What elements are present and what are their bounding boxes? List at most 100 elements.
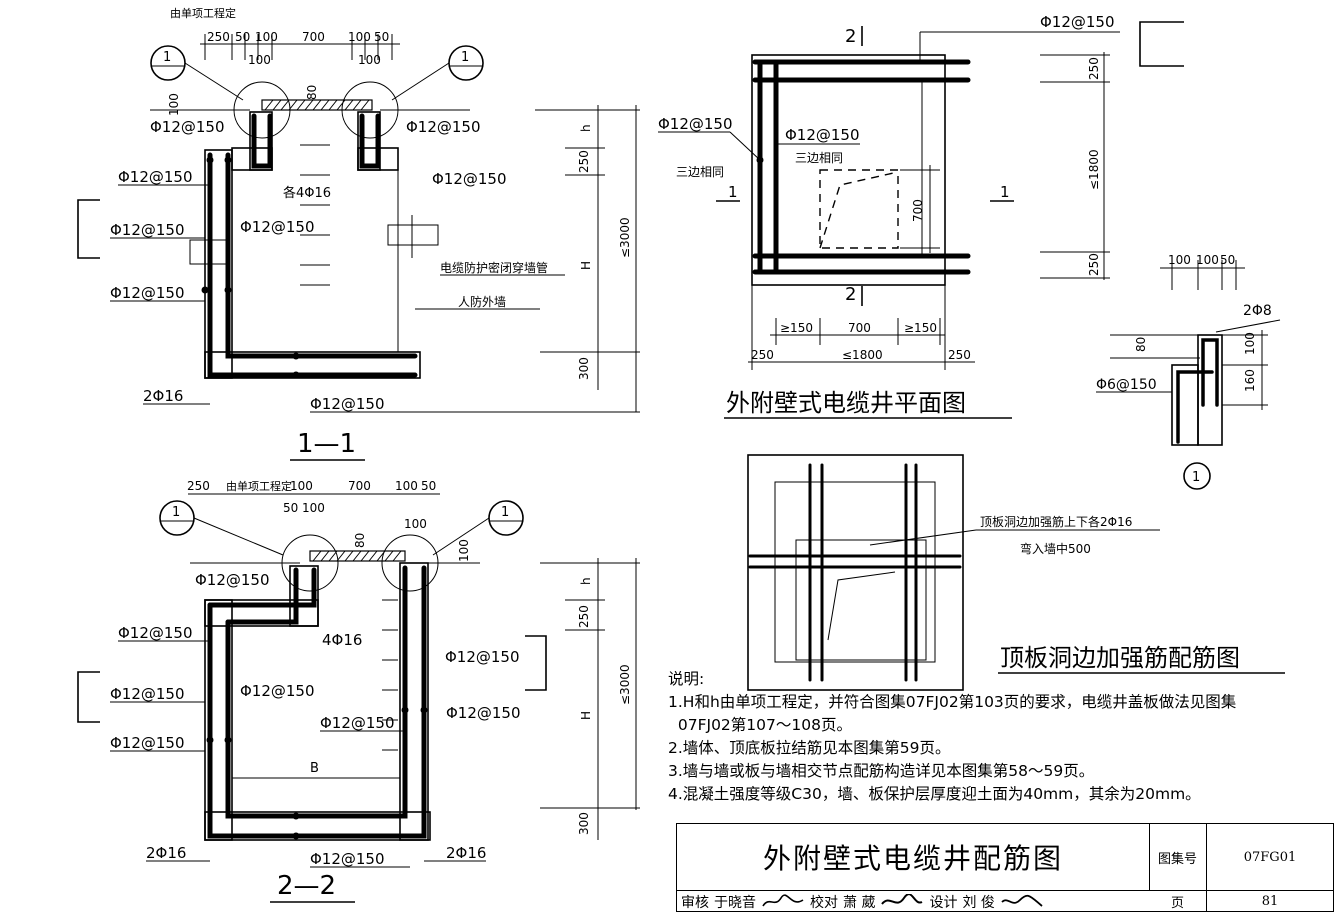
plan-three-sides-inner: 三边相同 (795, 151, 843, 165)
dim-1-50a: 50 (235, 30, 250, 44)
dim-2-80: 80 (353, 533, 367, 548)
dim-2-250: 250 (187, 479, 210, 493)
checker-signature (880, 893, 924, 910)
plan-dim-700v: 700 (911, 199, 925, 222)
plan-mark-1-left: 1 (728, 183, 738, 201)
rebar-2-h: Φ12@150 (110, 734, 185, 752)
dim-2-100v: 100 (457, 539, 471, 562)
rebar-1-e: Φ12@150 (110, 221, 185, 239)
detail-mark: 1 (1192, 470, 1200, 485)
slab-note-1: 顶板洞边加强筋上下各2Φ16 (980, 514, 1132, 529)
plan-mark-1-right: 1 (1000, 183, 1010, 201)
rebar-1-c: Φ12@150 (118, 168, 193, 186)
plan-view: 2 Φ12@150 700 Φ12@150 三边相同 Φ12@150 三边相同 … (658, 13, 1184, 419)
rebar-1-b: Φ12@150 (406, 118, 481, 136)
rebar-2-a: Φ12@150 (195, 571, 270, 589)
section-2-2: 由单项工程定 250 100 50 100 700 100 50 100 1 1… (77, 479, 640, 903)
dim-1-700: 700 (302, 30, 325, 44)
plan-dim-250b: 250 (948, 348, 971, 362)
plan-dim-250a: 250 (751, 348, 774, 362)
notes-heading: 说明: (668, 670, 705, 688)
checker-name: 萧 葳 (843, 895, 876, 911)
reviewer-signature (761, 894, 805, 910)
designer-signature (1000, 894, 1044, 910)
plan-dim-ge150a: ≥150 (780, 321, 813, 335)
slab-detail: 顶板洞边加强筋上下各2Φ16 弯入墙中500 顶板洞边加强筋配筋图 (747, 454, 1285, 691)
rebar-1-d: Φ12@150 (432, 170, 507, 188)
plan-mark-2-top: 2 (845, 26, 856, 47)
detail-2phi8: 2Φ8 (1243, 303, 1272, 319)
plan-dim-250-top: 250 (1087, 57, 1101, 80)
note-1: 1.H和h由单项工程定，并符合图集07FJ02第103页的要求，电缆井盖板做法见… (668, 693, 1237, 711)
title-block: 外附壁式电缆井配筋图 审核 于晓音 校对 萧 葳 设计 刘 俊 图集号 07FG… (676, 823, 1334, 912)
note-4: 4.混凝土强度等级C30，墙、板保护层厚度迎土面为40mm，其余为20mm。 (668, 785, 1201, 803)
plan-top-rebar: Φ12@150 (1040, 13, 1115, 31)
design-label: 设计 (929, 895, 958, 911)
dim-1-250v: 250 (577, 150, 591, 173)
top-note-1: 由单项工程定 (170, 6, 236, 20)
note-2: 2.墙体、顶底板拉结筋见本图集第59页。 (668, 739, 951, 757)
dim-2-300: 300 (577, 812, 591, 835)
note-3: 3.墙与墙或板与墙相交节点配筋构造详见本图集第58～59页。 (668, 762, 1095, 780)
rebar-2-b: Φ12@150 (118, 624, 193, 642)
detail-1: 100 100 50 2Φ8 80 100 160 Φ6@150 1 (1096, 253, 1281, 490)
review-label: 审核 (681, 895, 709, 911)
dim-1-80: 80 (305, 85, 319, 100)
rebar-2-bottom: Φ12@150 (310, 850, 385, 868)
title-block-title: 外附壁式电缆井配筋图 (677, 824, 1150, 890)
notes: 说明: 1.H和h由单项工程定，并符合图集07FJ02第103页的要求，电缆井盖… (668, 668, 1333, 806)
dim-1-50b: 50 (374, 30, 389, 44)
dim-1-100b: 100 (348, 30, 371, 44)
dim-2-250v: 250 (577, 605, 591, 628)
detail-dim-80: 80 (1134, 337, 1148, 352)
top-note-2: 由单项工程定 (226, 479, 292, 493)
mark-2-right: 1 (501, 505, 509, 520)
dim-2-100b: 100 (302, 501, 325, 515)
dim-1-300: 300 (577, 357, 591, 380)
four-phi16: 4Φ16 (322, 631, 362, 649)
dim-2-h: h (579, 577, 593, 585)
dim-2-H: H (579, 711, 593, 720)
dim-2-100d: 100 (404, 517, 427, 531)
plan-three-sides-left: 三边相同 (676, 165, 724, 179)
dim-1-3000: ≤3000 (618, 217, 632, 258)
rebar-2-e: Φ12@150 (240, 682, 315, 700)
plan-dim-ge150b: ≥150 (904, 321, 937, 335)
page-label: 页 (1149, 890, 1207, 911)
dim-2-50a: 50 (283, 501, 298, 515)
dim-1-100d: 100 (358, 53, 381, 67)
each-4phi16: 各4Φ16 (283, 185, 331, 201)
rebar-2-g: Φ12@150 (320, 714, 395, 732)
dim-1-100a: 100 (255, 30, 278, 44)
dim-1-H: H (579, 261, 593, 270)
rebar-1-g: Φ12@150 (110, 284, 185, 302)
rebar-1-a: Φ12@150 (150, 118, 225, 136)
detail-dim-100b: 100 (1196, 253, 1219, 267)
plan-dim-1800v: ≤1800 (1087, 149, 1101, 190)
designer-name: 刘 俊 (962, 895, 995, 911)
cable-pipe-label: 电缆防护密闭穿墙管 (440, 260, 548, 275)
plan-dim-1800h: ≤1800 (842, 348, 883, 362)
bottom-right-2phi16: 2Φ16 (446, 844, 486, 862)
atlas-label: 图集号 (1149, 824, 1207, 890)
detail-dim-50: 50 (1220, 253, 1235, 267)
mark-1-left: 1 (163, 50, 171, 65)
section-1-1: 由单项工程定 250 50 100 700 100 50 100 100 1 1… (77, 6, 640, 461)
dim-1-h: h (579, 124, 593, 132)
rebar-1-h: Φ12@150 (310, 395, 385, 413)
rebar-1-f: Φ12@150 (240, 218, 315, 236)
rebar-2-c: Φ12@150 (445, 648, 520, 666)
b-label: B (310, 761, 319, 776)
detail-dim-100v: 100 (1243, 332, 1257, 355)
rebar-2-f: Φ12@150 (446, 704, 521, 722)
detail-dim-160: 160 (1243, 369, 1257, 392)
title-block-signatures: 审核 于晓音 校对 萧 葳 设计 刘 俊 (677, 890, 1149, 913)
note-1b: 07FJ02第107～108页。 (668, 716, 852, 734)
dim-2-100c: 100 (395, 479, 418, 493)
atlas-number: 07FG01 (1243, 849, 1297, 865)
slab-title: 顶板洞边加强筋配筋图 (1000, 644, 1240, 672)
page-number: 81 (1207, 890, 1333, 911)
dim-2-700: 700 (348, 479, 371, 493)
detail-dim-100a: 100 (1168, 253, 1191, 267)
